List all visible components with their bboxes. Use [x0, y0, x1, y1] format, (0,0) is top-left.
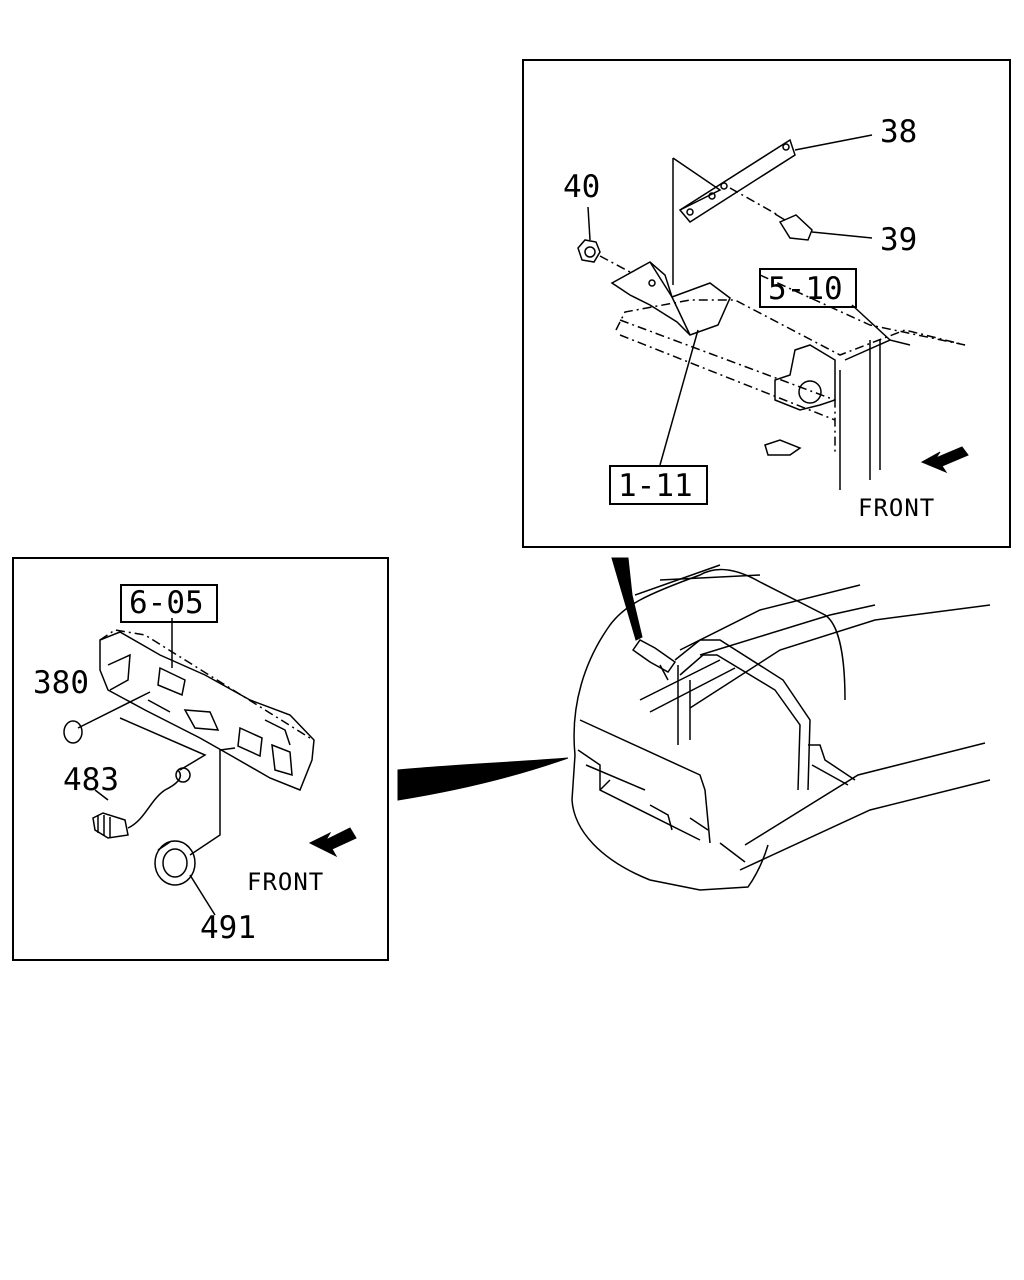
ref-label-6-05: 6-05: [129, 585, 204, 621]
cross-member-block: [764, 344, 836, 456]
ref-label-1-11: 1-11: [618, 468, 693, 504]
bracket-plate-38: [672, 138, 796, 285]
flange-bolt-39: [729, 187, 813, 241]
part-label-40: 40: [563, 169, 600, 205]
flange-nut-40: [577, 239, 631, 273]
truck-overview: [571, 564, 991, 891]
ref-label-5-10: 5-10: [768, 271, 843, 307]
detail-panel-sensor: 6-05 380 483 491 FRONT: [12, 557, 389, 961]
sensor-483: [92, 767, 191, 839]
grommet-491: [154, 840, 196, 886]
part-label-491: 491: [200, 910, 256, 946]
front-direction-arrow-icon: [308, 827, 357, 858]
front-label-top: FRONT: [858, 494, 935, 522]
leader-pointer-arrow-icon: [397, 757, 569, 801]
part-label-380: 380: [33, 665, 89, 701]
front-label-bottom: FRONT: [247, 868, 324, 896]
cross-member-plate: [99, 629, 315, 791]
plug-380: [63, 720, 83, 744]
part-label-39: 39: [880, 222, 917, 258]
part-label-483: 483: [63, 762, 119, 798]
detail-panel-bracket: 38 39 40 5-10 1-11 FRONT: [522, 59, 1011, 548]
mounting-bracket-base: [610, 261, 731, 336]
leader-pointer-arrow-icon: [611, 557, 643, 641]
front-direction-arrow-icon: [920, 446, 969, 474]
part-label-38: 38: [880, 114, 917, 150]
